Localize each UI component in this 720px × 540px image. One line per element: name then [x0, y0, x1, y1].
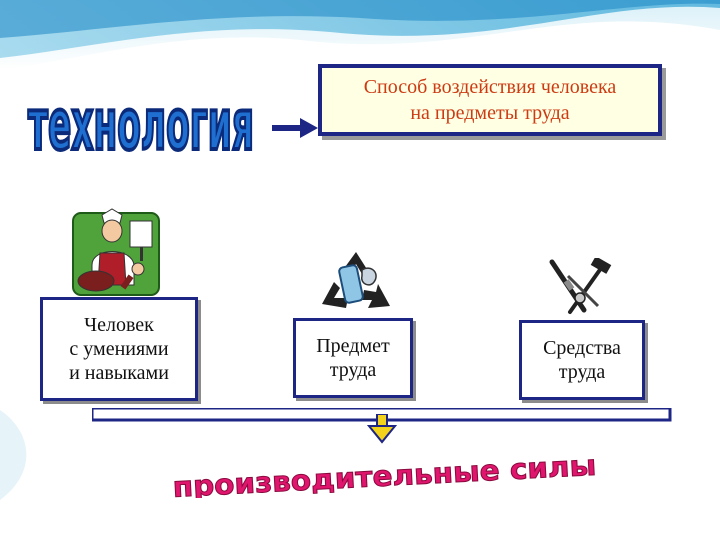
- definition-line-1: Способ воздействия человека: [363, 76, 617, 98]
- object-box: Предмет труда: [293, 318, 413, 398]
- svg-text:производительные силы: производительные силы: [172, 449, 597, 498]
- tools-icon: [549, 258, 612, 314]
- title-word: технология: [26, 82, 255, 167]
- result-wordart: производительные силы: [171, 448, 597, 498]
- means-box: Средства труда: [519, 320, 645, 400]
- definition-box: Способ воздействия человека на предметы …: [318, 64, 662, 136]
- person-box: Человек с умениями и навыками: [40, 297, 198, 401]
- definition-line-2: на предметы труда: [410, 102, 570, 124]
- object-line-2: труда: [329, 359, 377, 381]
- svg-text:технология: технология: [28, 84, 254, 166]
- means-line-2: труда: [558, 361, 606, 383]
- object-line-1: Предмет: [316, 335, 390, 357]
- worker-icon: [72, 208, 160, 296]
- down-arrow-icon: [367, 414, 397, 444]
- person-line-3: и навыками: [69, 362, 169, 384]
- means-line-1: Средства: [543, 337, 621, 359]
- person-line-2: с умениями: [69, 338, 169, 360]
- arrow-right-icon: [272, 118, 318, 138]
- person-line-1: Человек: [84, 314, 154, 336]
- recycle-icon: [322, 252, 390, 308]
